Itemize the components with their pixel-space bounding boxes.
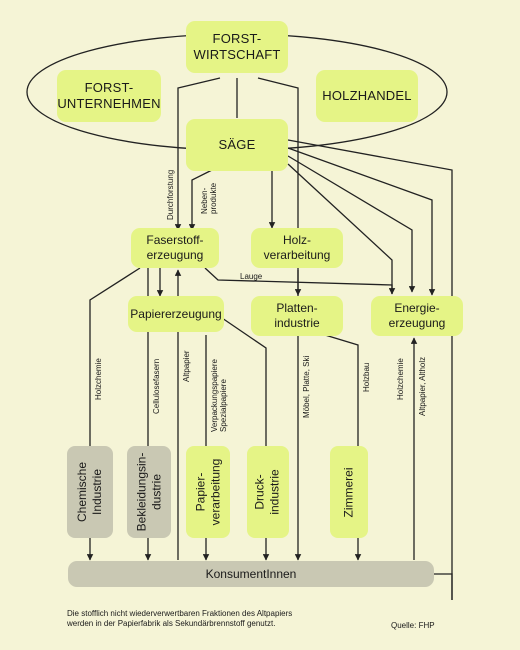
label-nebenprodukte: Neben- produkte	[200, 182, 218, 214]
node-holzverarbeitung: Holz- verarbeitung	[251, 228, 343, 268]
node-papiererzeugung: Papiererzeugung	[128, 296, 224, 332]
node-druckindustrie: Druck- industrie	[247, 446, 289, 538]
label-holzchemie-right: Holzchemie	[396, 358, 405, 400]
label-cellulosefasern: Cellulosefasern	[152, 358, 161, 414]
papierverarbeitung-label: Papier- verarbeitung	[193, 458, 222, 526]
node-holzhandel: HOLZHANDEL	[316, 70, 418, 122]
node-plattenindustrie: Platten- industrie	[251, 296, 343, 336]
label-altpapier-altholz: Altpapier, Altholz	[418, 356, 427, 416]
chemische-industrie-label: Chemische Industrie	[75, 461, 104, 523]
label-altpapier: Altpapier	[182, 350, 191, 382]
source-credit: Quelle: FHP	[391, 621, 435, 630]
druckindustrie-label: Druck- industrie	[253, 469, 283, 515]
node-bekleidungsindustrie: Bekleidungsin- dustrie	[127, 446, 171, 538]
node-energieerzeugung: Energie- erzeugung	[371, 296, 463, 336]
label-holzchemie-left: Holzchemie	[94, 358, 103, 400]
node-faserstofferzeugung: Faserstoff- erzeugung	[131, 228, 219, 268]
node-zimmerei: Zimmerei	[330, 446, 368, 538]
node-papierverarbeitung: Papier- verarbeitung	[186, 446, 230, 538]
footnote: Die stofflich nicht wiederverwertbaren F…	[67, 609, 293, 628]
node-chemische-industrie: Chemische Industrie	[67, 446, 113, 538]
label-holzbau: Holzbau	[362, 362, 371, 392]
node-forstwirtschaft: FORST- WIRTSCHAFT	[186, 21, 288, 73]
node-konsumenten: KonsumentInnen	[68, 561, 434, 587]
zimmerei-label: Zimmerei	[341, 467, 356, 517]
node-forstunternehmen: FORST- UNTERNEHMEN	[57, 70, 161, 122]
label-verpackungspapiere: Verpackungspapiere Spezialpapiere	[210, 359, 228, 432]
node-saege: SÄGE	[186, 119, 288, 171]
bekleidungsindustrie-label: Bekleidungsin- dustrie	[134, 452, 163, 532]
label-lauge: Lauge	[240, 272, 263, 281]
label-moebel: Möbel, Platte, Ski	[302, 355, 311, 418]
label-durchforstung: Durchforstung	[166, 169, 175, 220]
